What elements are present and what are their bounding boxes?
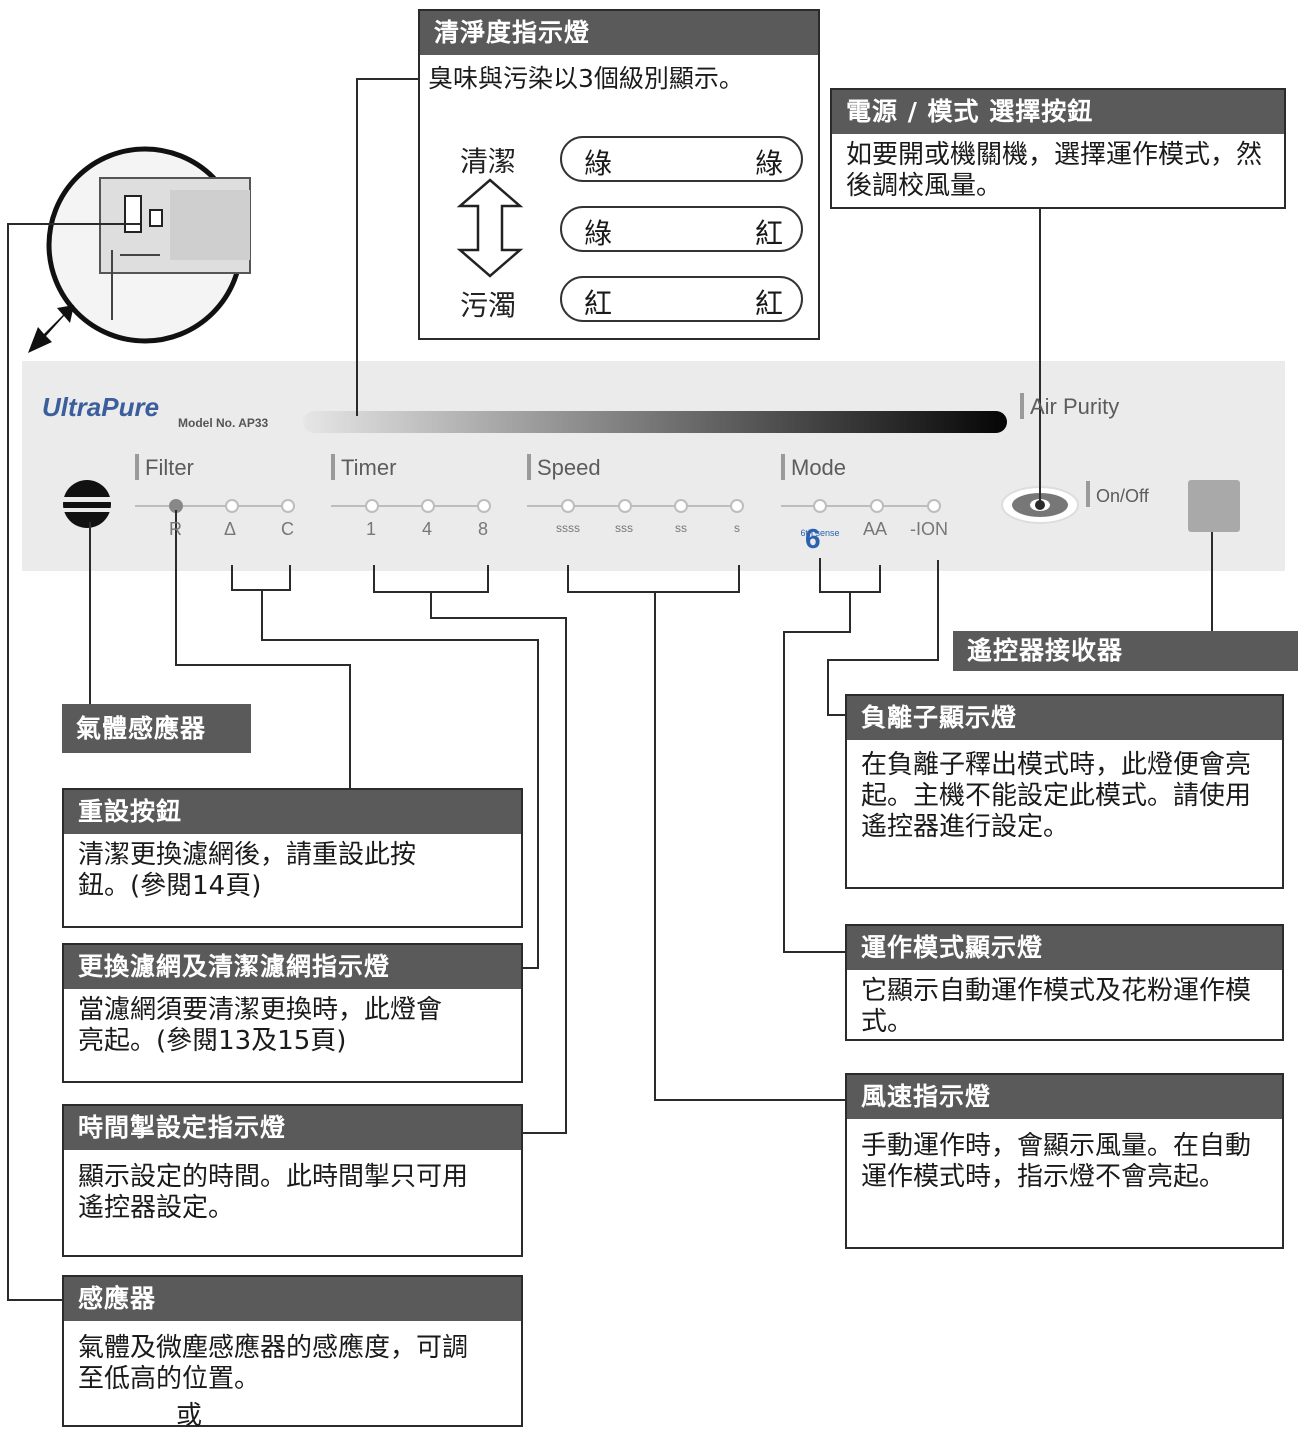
dirty-label: 污濁 [460, 290, 517, 321]
row-right-color: 紅 [754, 217, 783, 250]
row-left-color: 綠 [584, 147, 613, 180]
speed-1-indicator-label: s [734, 521, 740, 535]
speed-2-indicator-label: ss [675, 521, 687, 535]
sensor-desc: 氣體及微塵感應器的感應度，可調至低高的位置。 [78, 1333, 469, 1394]
mode-indicator-desc: 它顯示自動運作模式及花粉運作模式。 [861, 976, 1252, 1037]
filter-indicator-title: 更換濾網及清潔濾網指示燈 [64, 945, 521, 989]
speed-4-indicator-label: ssss [556, 521, 580, 535]
filter-reset-indicator-label: R [169, 519, 182, 539]
row-left-color: 紅 [584, 287, 613, 320]
row-left-color: 綠 [584, 217, 613, 250]
ion-indicator-desc: 在負離子釋出模式時，此燈便會亮起。主機不能設定此模式。請使用遙控器進行設定。 [861, 750, 1252, 842]
row-right-color: 綠 [754, 147, 783, 180]
cleanliness-level-row: 紅 紅 [560, 276, 803, 322]
filter-group-label: Filter [135, 454, 194, 481]
timer-indicator-desc: 顯示設定的時間。此時間掣只可用遙控器設定。 [78, 1162, 469, 1223]
timer-1-indicator-label: 1 [366, 519, 377, 539]
cleanliness-title: 清淨度指示燈 [420, 11, 818, 55]
mode-group-label: Mode [781, 454, 846, 481]
power-mode-button-box: 電源 / 模式 選擇按鈕 如要開或機關機，選擇運作模式，然後調校風量。 [830, 88, 1286, 209]
ion-indicator-label: -ION [910, 519, 948, 539]
power-mode-title: 電源 / 模式 選擇按鈕 [832, 90, 1284, 134]
row-right-color: 紅 [754, 287, 783, 320]
sensor-title: 感應器 [64, 1277, 521, 1321]
reset-title: 重設按鈕 [64, 790, 521, 834]
on-off-label: On/Off [1086, 481, 1149, 507]
brand-logo: UltraPure [42, 392, 160, 422]
filter-indicator-box: 更換濾網及清潔濾網指示燈 當濾網須要清潔更換時，此燈會亮起。(參閱13及15頁) [62, 943, 523, 1083]
remote-receiver-label: 遙控器接收器 [953, 631, 1298, 671]
aa-indicator-label: AA [863, 519, 888, 539]
mode-indicator-box: 運作模式顯示燈 它顯示自動運作模式及花粉運作模式。 [845, 924, 1284, 1041]
speed-indicator-title: 風速指示燈 [847, 1075, 1282, 1119]
zoom-inset [46, 146, 251, 344]
speed-group-label: Speed [527, 454, 601, 481]
sensor-box: 感應器 氣體及微塵感應器的感應度，可調至低高的位置。 或 [62, 1275, 523, 1431]
speed-3-indicator-label: sss [615, 521, 633, 535]
reset-desc: 清潔更換濾網後，請重設此按鈕。(參閱14頁) [78, 840, 417, 901]
timer-4-indicator-label: 4 [422, 519, 433, 539]
sixth-sense-indicator-label: 6th sense [800, 528, 840, 538]
cleanliness-level-row: 綠 綠 [560, 136, 803, 182]
timer-8-indicator-label: 8 [478, 519, 489, 539]
timer-group-label: Timer [331, 454, 396, 481]
timer-indicator-title: 時間掣設定指示燈 [64, 1106, 521, 1150]
cleanliness-desc: 臭味與污染以3個級別顯示。 [428, 64, 744, 93]
speed-indicator-box: 風速指示燈 手動運作時，會顯示風量。在自動運作模式時，指示燈不會亮起。 [845, 1073, 1284, 1249]
ion-indicator-title: 負離子顯示燈 [847, 696, 1282, 740]
speed-indicator-desc: 手動運作時，會顯示風量。在自動運作模式時，指示燈不會亮起。 [861, 1131, 1252, 1192]
filter-indicator-desc: 當濾網須要清潔更換時，此燈會亮起。(參閱13及15頁) [78, 995, 443, 1056]
cleanliness-level-row: 綠 紅 [560, 206, 803, 252]
model-number: Model No. AP33 [178, 416, 269, 430]
mode-indicator-title: 運作模式顯示燈 [847, 926, 1282, 970]
double-arrow-icon [28, 305, 74, 353]
cleanliness-indicator-box: 清淨度指示燈 臭味與污染以3個級別顯示。 [418, 9, 820, 340]
timer-indicator-box: 時間掣設定指示燈 顯示設定的時間。此時間掣只可用遙控器設定。 [62, 1104, 523, 1257]
filter-change-indicator-label: Δ [224, 519, 237, 539]
sensor-extra: 或 [176, 1401, 203, 1431]
air-purity-label: Air Purity [1020, 393, 1119, 420]
filter-clean-indicator-label: C [281, 519, 294, 539]
gas-sensor-label: 氣體感應器 [62, 704, 251, 753]
reset-button-box: 重設按鈕 清潔更換濾網後，請重設此按鈕。(參閱14頁) [62, 788, 523, 928]
clean-label: 清潔 [460, 146, 517, 177]
power-mode-desc: 如要開或機關機，選擇運作模式，然後調校風量。 [846, 140, 1263, 201]
ion-indicator-box: 負離子顯示燈 在負離子釋出模式時，此燈便會亮起。主機不能設定此模式。請使用遙控器… [845, 694, 1284, 889]
